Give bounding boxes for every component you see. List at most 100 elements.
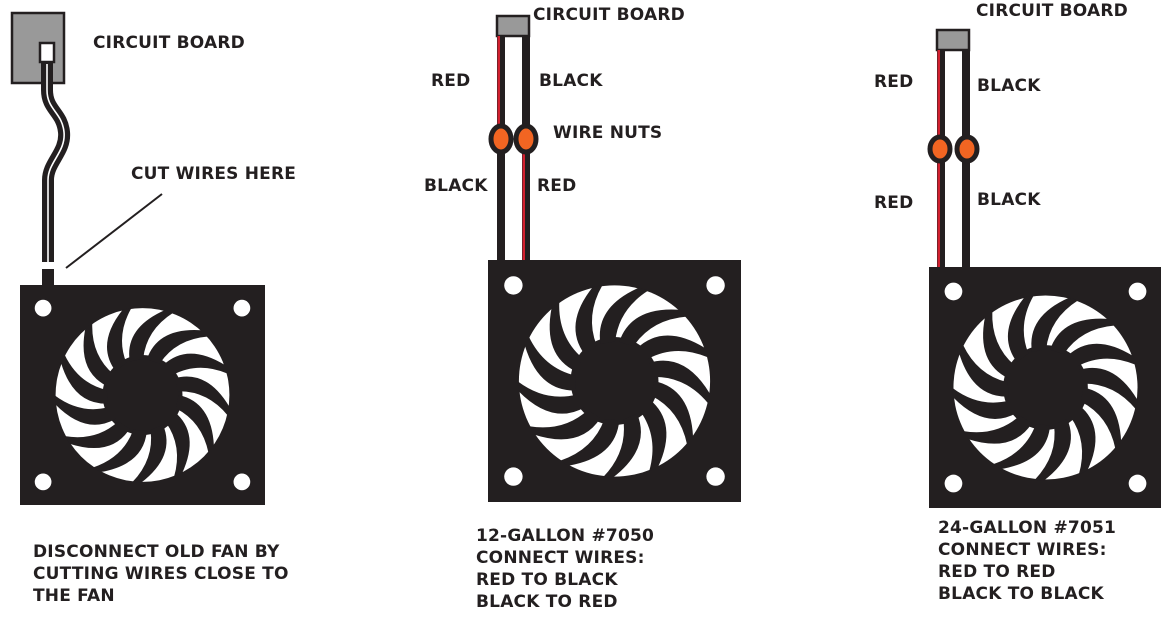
panel1-caption-line: CUTTING WIRES CLOSE TO bbox=[33, 564, 289, 584]
fan-mounting-hole bbox=[944, 474, 963, 493]
panel2-wire-nut-right bbox=[513, 123, 539, 155]
panel3-left-wire-top bbox=[937, 50, 945, 140]
panel2-caption-line: 12-GALLON #7050 bbox=[476, 526, 655, 546]
panel2-right-wire-bottom-red bbox=[522, 146, 525, 262]
fan-hub bbox=[570, 337, 659, 425]
fan-blade-gap bbox=[1079, 367, 1138, 410]
panel3-caption-line: CONNECT WIRES: bbox=[938, 540, 1107, 560]
fan-blade-gap bbox=[640, 399, 667, 472]
fan-blade-gap bbox=[1031, 297, 1079, 352]
fan-blade-gap bbox=[560, 419, 620, 466]
panel1-drawing bbox=[10, 11, 163, 285]
fan-blade-gap bbox=[963, 415, 1032, 444]
fan-blade-gap bbox=[959, 344, 1009, 397]
fan-mounting-hole bbox=[504, 467, 523, 486]
panel2-right-wire-bottom bbox=[522, 146, 530, 262]
panel2-fan bbox=[488, 260, 741, 502]
panel2-wire-nut-left bbox=[488, 123, 514, 155]
panel3-left-wire-top-red bbox=[937, 50, 940, 140]
fan-mounting-hole bbox=[1128, 474, 1147, 493]
panel3-drawing bbox=[927, 28, 980, 267]
fan-blade-gap bbox=[1070, 405, 1096, 475]
fan-blade-gap bbox=[129, 310, 174, 362]
panel2-wire-bottom-left-label: BLACK bbox=[424, 176, 488, 196]
panel3-caption-line: RED TO RED bbox=[938, 562, 1056, 582]
fan-blade-gap bbox=[175, 395, 214, 453]
panel3-left-wire-bottom-red bbox=[937, 155, 940, 267]
panel3-right-wire-top bbox=[962, 50, 970, 140]
fan-blade-gap bbox=[517, 381, 585, 414]
fan-blade-gap bbox=[174, 376, 230, 416]
panel2-circuit-board-label: CIRCUIT BOARD bbox=[533, 5, 685, 25]
panel3-right-wire-bottom bbox=[962, 155, 970, 267]
fan-blade-gap bbox=[603, 413, 641, 478]
panel3-wire-nut-right bbox=[954, 134, 980, 164]
panel2-wire-top-left-label: RED bbox=[431, 71, 471, 91]
fan-mounting-hole bbox=[34, 473, 52, 491]
panel2-wire-top-right-label: BLACK bbox=[539, 71, 603, 91]
panel1-caption: DISCONNECT OLD FAN BY CUTTING WIRES CLOS… bbox=[33, 541, 289, 607]
panel3-caption-line: BLACK TO BLACK bbox=[938, 584, 1104, 604]
fan-mounting-hole bbox=[944, 282, 963, 301]
panel1-fan bbox=[20, 285, 265, 505]
panel2-right-wire-top bbox=[522, 36, 530, 132]
fan-mounting-hole bbox=[233, 299, 251, 317]
fan-blade-gap bbox=[619, 309, 687, 347]
fan-mounting-hole bbox=[706, 276, 725, 295]
panel1-circuit-board bbox=[10, 11, 66, 85]
fan-mounting-hole bbox=[1128, 282, 1147, 301]
panel3-wire-nut-left bbox=[927, 134, 953, 164]
panel3-circuit-board-label: CIRCUIT BOARD bbox=[976, 1, 1128, 21]
panel1-cut-label: CUT WIRES HERE bbox=[131, 164, 297, 184]
fan-blade-gap bbox=[60, 354, 108, 404]
panel3-circuit-board bbox=[935, 28, 971, 52]
fan-blade-gap bbox=[64, 421, 130, 449]
fan-blade-gap bbox=[54, 395, 116, 425]
fan-blade-gap bbox=[146, 329, 208, 364]
fan-hub bbox=[1003, 345, 1088, 430]
panel3-wire-bottom-left-label: RED bbox=[874, 193, 914, 213]
panel1-connector bbox=[38, 41, 56, 64]
panel2-left-wire-top bbox=[497, 36, 505, 132]
fan-blade-gap bbox=[599, 287, 649, 344]
fan-blade-gap bbox=[651, 381, 694, 445]
fan-blade-gap bbox=[106, 307, 132, 372]
fan-blade-gap bbox=[1050, 318, 1115, 355]
fan-blade-gap bbox=[636, 335, 709, 360]
fan-blade-gap bbox=[575, 285, 603, 355]
fan-blade-gap bbox=[549, 301, 583, 372]
fan-blade-gap bbox=[983, 311, 1015, 379]
panel2-left-wire-top-red bbox=[497, 36, 500, 132]
panel3-wire-top-right-label: BLACK bbox=[977, 76, 1041, 96]
panel2-wire-bottom-right-label: RED bbox=[537, 176, 577, 196]
panel1-caption-line: DISCONNECT OLD FAN BY bbox=[33, 542, 280, 562]
panel3-wire-bottom-right-label: BLACK bbox=[977, 190, 1041, 210]
panel1-caption-line: THE FAN bbox=[33, 586, 115, 606]
fan-blade-gap bbox=[649, 360, 711, 404]
panel3-wire-top-left-label: RED bbox=[874, 72, 914, 92]
panel1-wire-stub bbox=[42, 269, 54, 285]
panel2-circuit-board bbox=[495, 14, 531, 38]
fan-blade-gap bbox=[165, 411, 190, 477]
panel3-left-wire-bottom bbox=[937, 155, 945, 267]
panel3-fan bbox=[929, 267, 1161, 508]
fan-blade-gap bbox=[162, 353, 228, 376]
fan-blade-gap bbox=[1034, 418, 1071, 481]
panel2-caption-line: BLACK TO RED bbox=[476, 592, 618, 612]
fan-blade-gap bbox=[1007, 295, 1034, 363]
panel2-caption-line: RED TO BLACK bbox=[476, 570, 618, 590]
panel1-wire-bundle bbox=[41, 62, 71, 262]
fan-hub bbox=[102, 355, 183, 435]
fan-blade-gap bbox=[529, 410, 601, 440]
fan-blade-gap bbox=[1080, 387, 1122, 449]
fan-mounting-hole bbox=[706, 467, 725, 486]
fan-blade-gap bbox=[952, 387, 1017, 419]
panel3-caption-line: 24-GALLON #7051 bbox=[938, 518, 1117, 538]
fan-blade-gap bbox=[993, 424, 1051, 470]
fan-blade-gap bbox=[524, 336, 577, 391]
fan-mounting-hole bbox=[233, 473, 251, 491]
panel1-wire-divider bbox=[46, 64, 65, 262]
fan-blade-gap bbox=[132, 424, 167, 483]
fan-mounting-hole bbox=[34, 299, 52, 317]
